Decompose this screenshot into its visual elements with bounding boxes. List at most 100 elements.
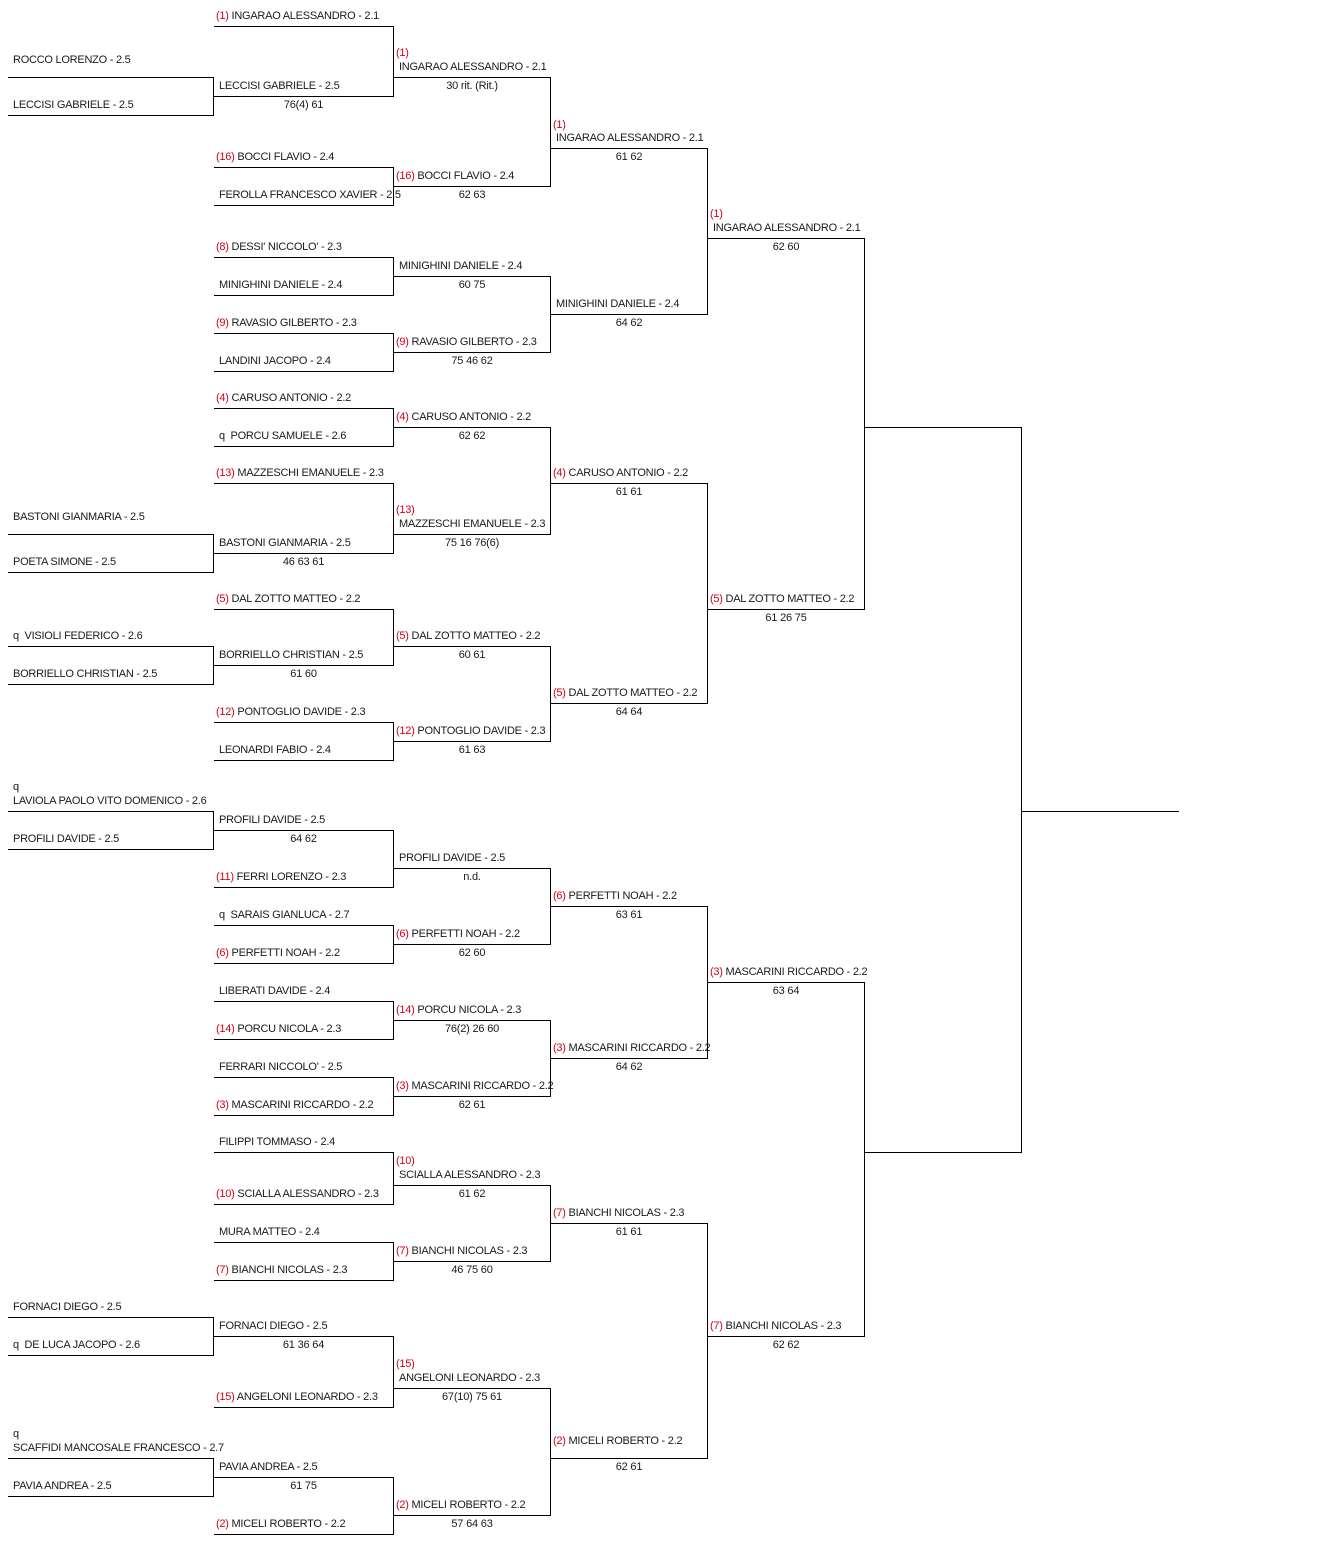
bracket-line: [551, 1058, 708, 1059]
player-slot[interactable]: (6) PERFETTI NOAH - 2.2: [216, 946, 340, 960]
player-slot[interactable]: LANDINI JACOPO - 2.4: [219, 354, 331, 368]
player-slot[interactable]: BASTONI GIANMARIA - 2.5: [13, 510, 145, 524]
player-slot[interactable]: ANGELONI LEONARDO - 2.3: [399, 1371, 540, 1385]
player-slot[interactable]: INGARAO ALESSANDRO - 2.1: [713, 221, 861, 235]
player-slot[interactable]: (9) RAVASIO GILBERTO - 2.3: [396, 335, 537, 349]
player-slot[interactable]: (16) BOCCI FLAVIO - 2.4: [396, 169, 514, 183]
player-slot[interactable]: (9) RAVASIO GILBERTO - 2.3: [216, 316, 357, 330]
player-slot[interactable]: (2) MICELI ROBERTO - 2.2: [553, 1434, 683, 1448]
seed-number: (4): [553, 467, 566, 479]
player-slot[interactable]: q SARAIS GIANLUCA - 2.7: [219, 908, 350, 922]
seed-number: (15): [216, 1391, 235, 1403]
bracket-line: [214, 665, 394, 666]
player-slot[interactable]: POETA SIMONE - 2.5: [13, 555, 116, 569]
player-slot[interactable]: (4) CARUSO ANTONIO - 2.2: [216, 391, 351, 405]
player-name: MAZZESCHI EMANUELE - 2.3: [399, 518, 546, 530]
player-slot[interactable]: (7) BIANCHI NICOLAS - 2.3: [396, 1244, 528, 1258]
player-slot[interactable]: (2) MICELI ROBERTO - 2.2: [216, 1517, 346, 1531]
seed-number: (7): [216, 1264, 229, 1276]
player-slot[interactable]: MINIGHINI DANIELE - 2.4: [219, 278, 342, 292]
qualifier-mark: q: [13, 781, 19, 793]
match-score: 57 64 63: [451, 1518, 493, 1530]
player-slot[interactable]: PAVIA ANDREA - 2.5: [13, 1479, 112, 1493]
player-slot[interactable]: FORNACI DIEGO - 2.5: [219, 1319, 328, 1333]
player-slot[interactable]: LAVIOLA PAOLO VITO DOMENICO - 2.6: [13, 794, 207, 808]
bracket-line: [214, 96, 394, 97]
seed-number: (7): [553, 1207, 566, 1219]
player-slot[interactable]: (3) MASCARINI RICCARDO - 2.2: [553, 1041, 711, 1055]
player-slot[interactable]: MURA MATTEO - 2.4: [219, 1225, 320, 1239]
bracket-connector: [864, 238, 865, 610]
player-slot[interactable]: PROFILI DAVIDE - 2.5: [399, 851, 505, 865]
player-slot[interactable]: ROCCO LORENZO - 2.5: [13, 53, 131, 67]
player-slot[interactable]: FERRARI NICCOLO' - 2.5: [219, 1060, 342, 1074]
match-score: 62 61: [458, 1099, 486, 1111]
player-slot[interactable]: LIBERATI DAVIDE - 2.4: [219, 984, 330, 998]
player-slot[interactable]: (1) INGARAO ALESSANDRO - 2.1: [216, 9, 379, 23]
bracket-line: [551, 148, 708, 149]
player-slot[interactable]: q DE LUCA JACOPO - 2.6: [13, 1338, 140, 1352]
player-name: INGARAO ALESSANDRO - 2.1: [399, 61, 547, 73]
player-slot[interactable]: (7) BIANCHI NICOLAS - 2.3: [710, 1319, 842, 1333]
player-slot[interactable]: (3) MASCARINI RICCARDO - 2.2: [710, 965, 868, 979]
player-slot[interactable]: BASTONI GIANMARIA - 2.5: [219, 536, 351, 550]
player-slot[interactable]: (4) CARUSO ANTONIO - 2.2: [396, 410, 531, 424]
player-slot[interactable]: BORRIELLO CHRISTIAN - 2.5: [13, 667, 157, 681]
player-slot[interactable]: (12) PONTOGLIO DAVIDE - 2.3: [396, 724, 546, 738]
player-name: LECCISI GABRIELE - 2.5: [219, 80, 340, 92]
player-slot[interactable]: (5) DAL ZOTTO MATTEO - 2.2: [396, 629, 541, 643]
seed-number: (3): [553, 1042, 566, 1054]
player-slot[interactable]: (15) ANGELONI LEONARDO - 2.3: [216, 1390, 378, 1404]
player-slot[interactable]: (14) PORCU NICOLA - 2.3: [396, 1003, 521, 1017]
player-slot[interactable]: (7) BIANCHI NICOLAS - 2.3: [553, 1206, 685, 1220]
player-slot[interactable]: FEROLLA FRANCESCO XAVIER - 2.5: [219, 188, 401, 202]
player-slot[interactable]: (12) PONTOGLIO DAVIDE - 2.3: [216, 705, 366, 719]
player-slot[interactable]: (5) DAL ZOTTO MATTEO - 2.2: [216, 592, 361, 606]
player-slot[interactable]: LECCISI GABRIELE - 2.5: [13, 98, 134, 112]
player-slot[interactable]: (10) SCIALLA ALESSANDRO - 2.3: [216, 1187, 379, 1201]
player-slot[interactable]: (13) MAZZESCHI EMANUELE - 2.3: [216, 466, 384, 480]
player-slot[interactable]: MINIGHINI DANIELE - 2.4: [556, 297, 679, 311]
player-slot[interactable]: (6) PERFETTI NOAH - 2.2: [396, 927, 520, 941]
bracket-line: [214, 1115, 394, 1116]
player-slot[interactable]: (3) MASCARINI RICCARDO - 2.2: [396, 1079, 554, 1093]
player-slot[interactable]: (14) PORCU NICOLA - 2.3: [216, 1022, 341, 1036]
player-slot[interactable]: LEONARDI FABIO - 2.4: [219, 743, 331, 757]
player-slot[interactable]: (11) FERRI LORENZO - 2.3: [216, 870, 346, 884]
player-slot[interactable]: FORNACI DIEGO - 2.5: [13, 1300, 122, 1314]
player-slot[interactable]: SCIALLA ALESSANDRO - 2.3: [399, 1168, 541, 1182]
player-slot[interactable]: q VISIOLI FEDERICO - 2.6: [13, 629, 143, 643]
bracket-line: [394, 534, 551, 535]
player-slot[interactable]: PROFILI DAVIDE - 2.5: [219, 813, 325, 827]
bracket-line: [214, 1477, 394, 1478]
player-slot[interactable]: (5) DAL ZOTTO MATTEO - 2.2: [553, 686, 698, 700]
player-slot[interactable]: q PORCU SAMUELE - 2.6: [219, 429, 346, 443]
player-name: FERRI LORENZO - 2.3: [236, 871, 347, 883]
player-slot[interactable]: MINIGHINI DANIELE - 2.4: [399, 259, 522, 273]
player-slot[interactable]: (4) CARUSO ANTONIO - 2.2: [553, 466, 688, 480]
player-slot[interactable]: LECCISI GABRIELE - 2.5: [219, 79, 340, 93]
player-slot[interactable]: SCAFFIDI MANCOSALE FRANCESCO - 2.7: [13, 1441, 224, 1455]
bracket-line: [214, 609, 394, 610]
player-slot[interactable]: (7) BIANCHI NICOLAS - 2.3: [216, 1263, 348, 1277]
player-slot[interactable]: (16) BOCCI FLAVIO - 2.4: [216, 150, 334, 164]
bracket-line: [394, 186, 551, 187]
match-score: 62 60: [458, 947, 486, 959]
player-slot[interactable]: MAZZESCHI EMANUELE - 2.3: [399, 517, 545, 531]
player-slot[interactable]: (2) MICELI ROBERTO - 2.2: [396, 1498, 526, 1512]
player-name: DAL ZOTTO MATTEO - 2.2: [231, 593, 361, 605]
player-slot[interactable]: PROFILI DAVIDE - 2.5: [13, 832, 119, 846]
player-slot[interactable]: BORRIELLO CHRISTIAN - 2.5: [219, 648, 363, 662]
bracket-connector: [393, 167, 394, 206]
player-slot[interactable]: INGARAO ALESSANDRO - 2.1: [399, 60, 547, 74]
seed-label: (13): [396, 503, 415, 517]
player-name: LANDINI JACOPO - 2.4: [219, 355, 331, 367]
player-slot[interactable]: (8) DESSI' NICCOLO' - 2.3: [216, 240, 342, 254]
player-slot[interactable]: INGARAO ALESSANDRO - 2.1: [556, 131, 704, 145]
player-slot[interactable]: PAVIA ANDREA - 2.5: [219, 1460, 318, 1474]
bracket-line: [214, 408, 394, 409]
player-slot[interactable]: (3) MASCARINI RICCARDO - 2.2: [216, 1098, 374, 1112]
player-slot[interactable]: (5) DAL ZOTTO MATTEO - 2.2: [710, 592, 855, 606]
player-slot[interactable]: (6) PERFETTI NOAH - 2.2: [553, 889, 677, 903]
player-slot[interactable]: FILIPPI TOMMASO - 2.4: [219, 1135, 335, 1149]
